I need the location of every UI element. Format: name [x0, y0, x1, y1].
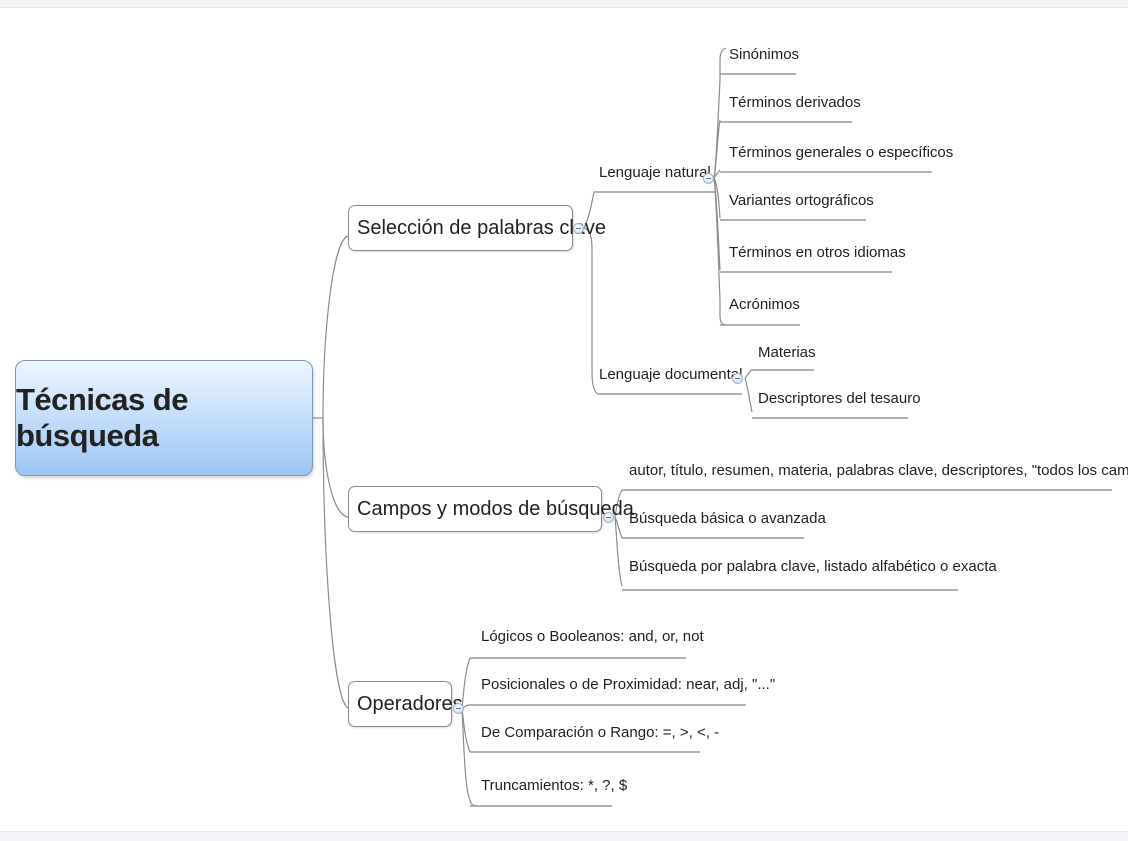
topic-label: Campos y modos de búsqueda	[357, 497, 634, 520]
leaf-logicos-booleanos[interactable]: Lógicos o Booleanos: and, or, not	[481, 628, 704, 645]
collapse-toggle-icon[interactable]	[703, 173, 714, 184]
collapse-toggle-icon[interactable]	[573, 223, 584, 234]
leaf-truncamientos[interactable]: Truncamientos: *, ?, $	[481, 777, 628, 794]
subtopic-lenguaje-documental[interactable]: Lenguaje documental	[599, 366, 743, 383]
leaf-busqueda-palabra-clave[interactable]: Búsqueda por palabra clave, listado alfa…	[629, 558, 997, 575]
topic-campos-modos-busqueda[interactable]: Campos y modos de búsqueda	[348, 486, 634, 532]
collapse-toggle-icon[interactable]	[603, 512, 614, 523]
leaf-sinonimos[interactable]: Sinónimos	[729, 46, 800, 63]
topic-seleccion-palabras-clave[interactable]: Selección de palabras clave	[348, 205, 606, 251]
leaf-acronimos[interactable]: Acrónimos	[729, 296, 800, 313]
collapse-toggle-icon[interactable]	[732, 373, 743, 384]
leaf-busqueda-basica-avanzada[interactable]: Búsqueda básica o avanzada	[629, 510, 826, 527]
leaf-terminos-derivados[interactable]: Términos derivados	[729, 94, 861, 111]
bottom-frame-bar	[0, 831, 1128, 841]
leaf-comparacion-rango[interactable]: De Comparación o Rango: =, >, <, -	[481, 724, 720, 741]
subtopic-lenguaje-natural[interactable]: Lenguaje natural	[599, 164, 711, 181]
leaf-terminos-otros-idiomas[interactable]: Términos en otros idiomas	[729, 244, 906, 261]
topic-operadores[interactable]: Operadores	[348, 681, 463, 727]
leaf-campos-lista[interactable]: autor, título, resumen, materia, palabra…	[629, 462, 1128, 479]
top-frame-bar	[0, 0, 1128, 8]
root-topic-label: Técnicas de búsqueda	[16, 382, 188, 453]
leaf-descriptores-tesauro[interactable]: Descriptores del tesauro	[758, 390, 921, 407]
leaf-variantes-ortograficos[interactable]: Variantes ortográficos	[729, 192, 874, 209]
leaf-posicionales-proximidad[interactable]: Posicionales o de Proximidad: near, adj,…	[481, 676, 776, 693]
collapse-toggle-icon[interactable]	[453, 703, 464, 714]
leaf-terminos-generales[interactable]: Términos generales o específicos	[729, 144, 954, 161]
topic-label: Operadores	[357, 692, 463, 715]
leaf-materias[interactable]: Materias	[758, 344, 816, 361]
root-topic[interactable]: Técnicas de búsqueda	[15, 360, 313, 476]
topic-label: Selección de palabras clave	[357, 216, 607, 239]
